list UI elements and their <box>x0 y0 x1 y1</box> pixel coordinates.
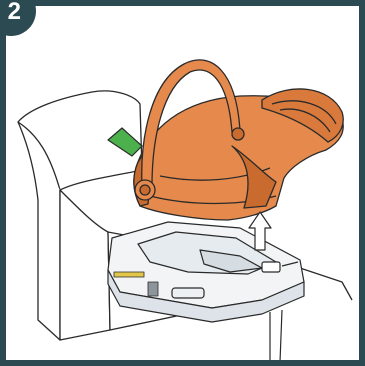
isofix-base <box>108 222 304 362</box>
step-number: 2 <box>8 0 21 24</box>
infant-carrier <box>134 60 344 220</box>
